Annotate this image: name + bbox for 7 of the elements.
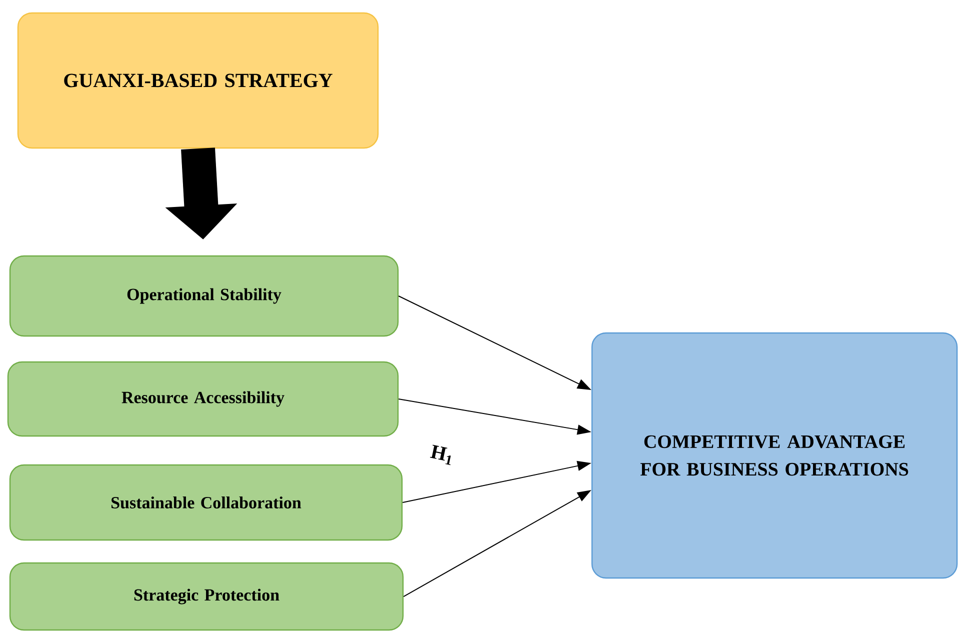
factor-box: Operational Stability xyxy=(9,255,399,337)
outcome-box: COMPETITIVE ADVANTAGE FOR BUSINESS OPERATIONS xyxy=(591,332,958,579)
hypothesis-label: H$_{1}$ xyxy=(430,444,451,466)
factor-box: Resource Accessibility xyxy=(7,361,399,437)
factor-box: Strategic Protection xyxy=(9,562,404,631)
strategy-box: GUANXI-BASED STRATEGY xyxy=(17,12,379,149)
factor-box: Sustainable Collaboration xyxy=(9,464,403,541)
